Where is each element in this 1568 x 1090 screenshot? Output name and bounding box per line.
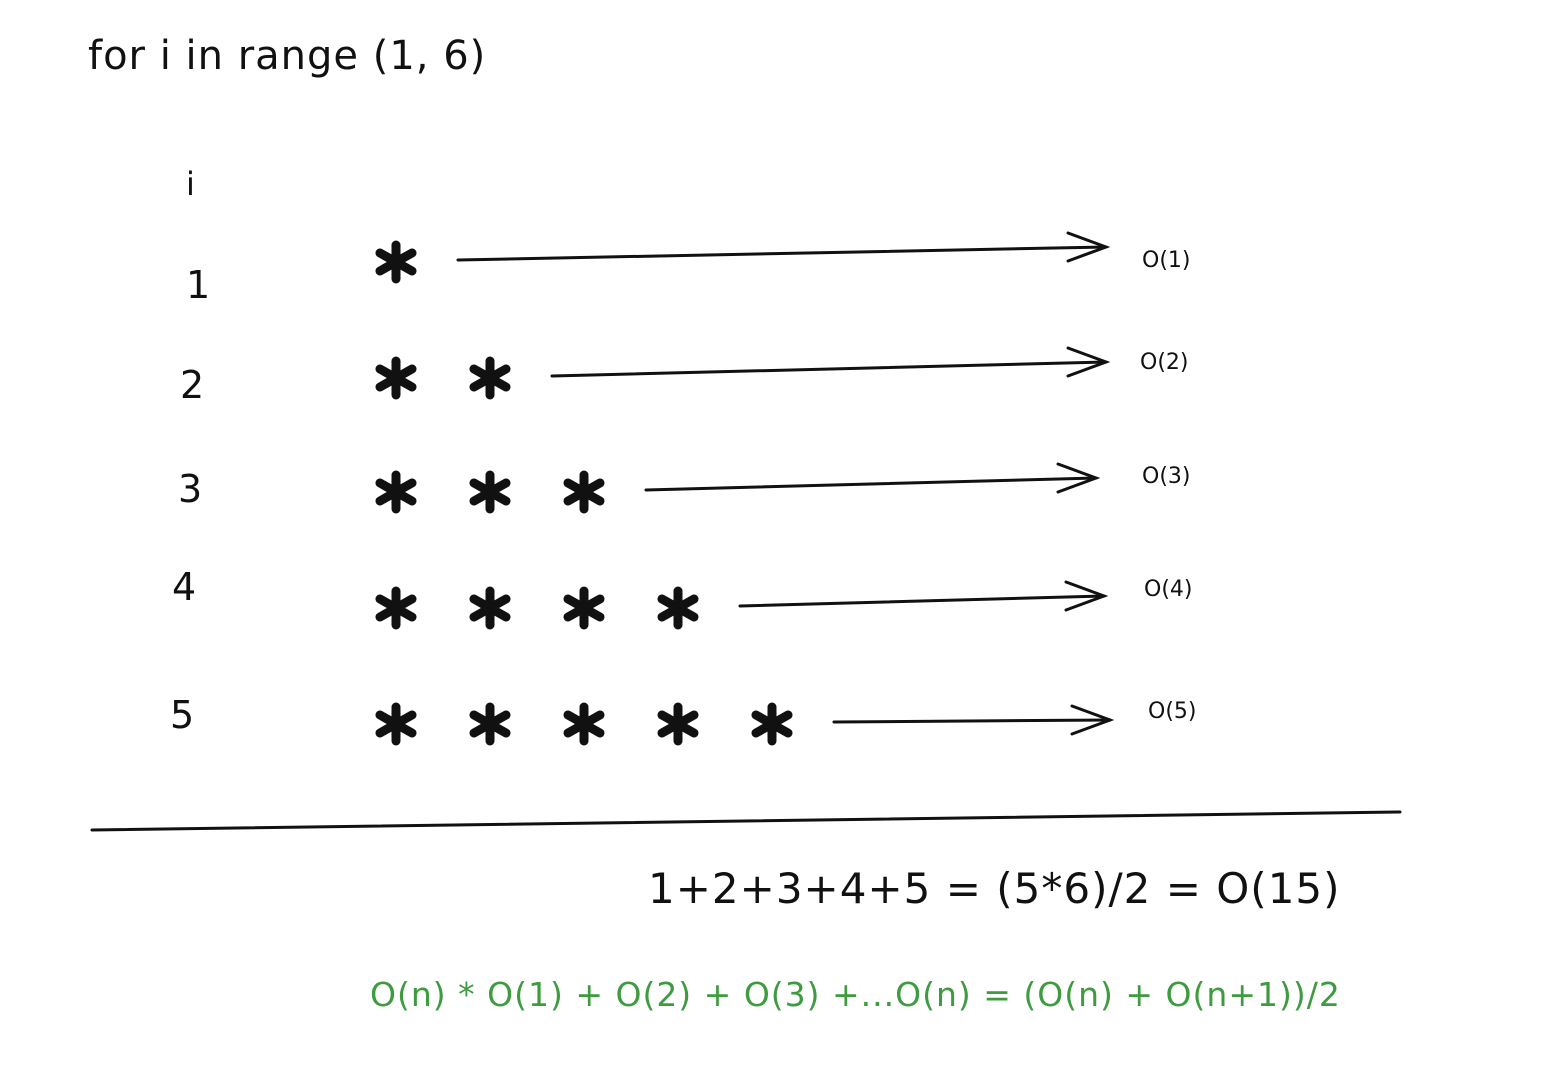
row-3-star-3 — [563, 470, 605, 514]
row-2-star-1 — [375, 356, 417, 400]
general-equation: O(n) * O(1) + O(2) + O(3) +...O(n) = (O(… — [370, 975, 1341, 1014]
row-4-arrow — [738, 580, 1109, 612]
row-5-arrow — [832, 704, 1115, 736]
row-4-star-3 — [563, 586, 605, 630]
row-4-star-2 — [469, 586, 511, 630]
row-1-arrow — [456, 231, 1111, 263]
row-5-star-3 — [563, 702, 605, 746]
row-3-star-1 — [375, 470, 417, 514]
row-2-cost: O(2) — [1140, 350, 1189, 375]
row-5-index: 5 — [170, 693, 195, 737]
row-2-arrow — [550, 346, 1111, 378]
row-5-star-5 — [751, 702, 793, 746]
row-2-star-2 — [469, 356, 511, 400]
row-4-index: 4 — [172, 565, 197, 609]
loop-header: for i in range (1, 6) — [88, 33, 487, 79]
separator-line — [90, 810, 1402, 832]
index-column-header: i — [186, 165, 195, 203]
row-3-cost: O(3) — [1142, 464, 1191, 489]
row-4-cost: O(4) — [1144, 577, 1193, 602]
row-1-star-1 — [375, 240, 417, 284]
row-4-star-1 — [375, 586, 417, 630]
row-1-index: 1 — [186, 263, 211, 307]
row-2-index: 2 — [180, 363, 205, 407]
row-3-index: 3 — [178, 467, 203, 511]
sum-equation: 1+2+3+4+5 = (5*6)/2 = O(15) — [648, 864, 1341, 913]
row-5-star-2 — [469, 702, 511, 746]
row-5-star-1 — [375, 702, 417, 746]
row-3-star-2 — [469, 470, 511, 514]
row-5-star-4 — [657, 702, 699, 746]
row-5-cost: O(5) — [1148, 699, 1197, 724]
row-4-star-4 — [657, 586, 699, 630]
row-3-arrow — [644, 462, 1101, 494]
row-1-cost: O(1) — [1142, 248, 1191, 273]
